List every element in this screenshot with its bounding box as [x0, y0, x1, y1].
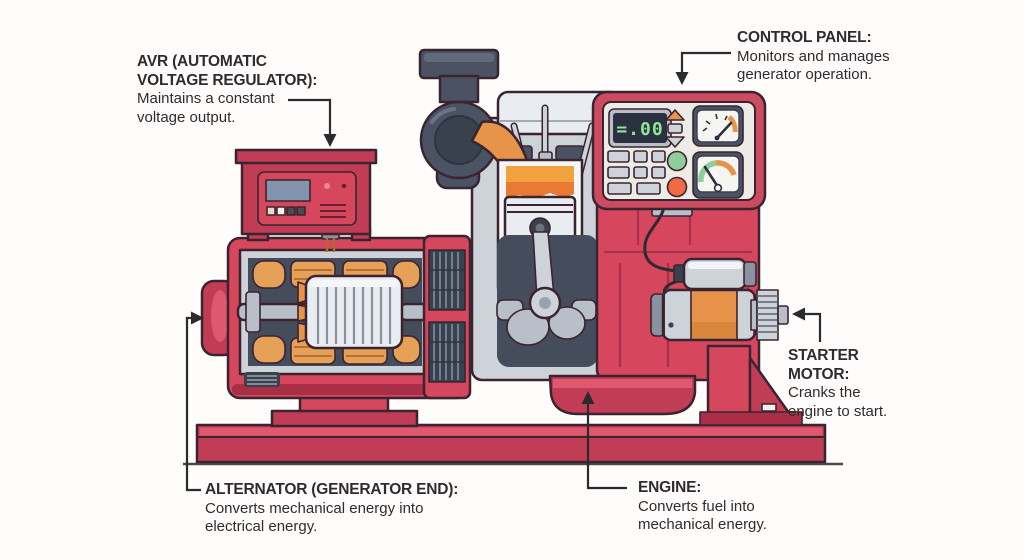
starter-motor-body: [650, 288, 757, 342]
control-panel-connector: [675, 51, 731, 85]
alternator-foot-plate: [270, 409, 419, 428]
display-value: =.00: [616, 119, 663, 140]
alternator-label: ALTERNATOR (GENERATOR END): Converts mec…: [205, 481, 458, 537]
engine-description: Converts fuel into: [638, 497, 755, 515]
alternator-connector: [185, 311, 204, 492]
display-down-arrow: [665, 136, 685, 148]
avr-vent-lines: [320, 204, 346, 218]
avr-connector: [288, 98, 337, 147]
control-panel-label: CONTROL PANEL: Monitors and manages gene…: [737, 29, 890, 85]
digital-display: =.00: [608, 108, 672, 148]
alternator: [200, 234, 472, 428]
gauge-bottom: [692, 151, 744, 199]
avr-label: AVR (AUTOMATIC VOLTAGE REGULATOR): Maint…: [137, 53, 317, 127]
starter-wire: [643, 209, 678, 273]
starter-solenoid: [673, 257, 757, 291]
avr-description: Maintains a constant: [137, 90, 275, 107]
keypad-buttons: [607, 150, 666, 195]
starter-motor-title: MOTOR:: [788, 365, 850, 383]
callout-connectors: [185, 51, 822, 492]
control-panel-description: Monitors and manages: [737, 47, 890, 65]
starter-motor-connector: [792, 307, 822, 342]
fan-grille: [422, 234, 472, 400]
engine-connector: [581, 391, 627, 490]
avr-box: [234, 148, 378, 252]
control-panel: =.00: [591, 90, 767, 217]
alternator-description: electrical energy.: [205, 518, 318, 535]
starter-motor-description: Cranks the: [788, 384, 861, 401]
starter-motor-title: STARTER: [788, 347, 859, 364]
avr-screen: [265, 179, 311, 202]
starter-motor: [643, 209, 789, 342]
display-mid-button: [667, 123, 683, 134]
engine-mount: [699, 344, 803, 426]
piston: [503, 195, 577, 247]
alternator-title: ALTERNATOR (GENERATOR END):: [205, 481, 459, 498]
avr-indicator-light: [341, 183, 347, 189]
start-button: [666, 150, 688, 172]
avr-buttons: [266, 206, 306, 216]
control-panel-title: CONTROL PANEL:: [737, 29, 872, 46]
base-skid: [195, 423, 827, 464]
rotor: [304, 274, 404, 350]
alternator-description: Converts mechanical energy into: [205, 499, 424, 517]
stop-button: [666, 176, 688, 198]
avr-description: voltage output.: [137, 108, 236, 126]
engine-description: mechanical energy.: [638, 516, 767, 533]
gauge-top: [692, 105, 744, 147]
pinion-gear: [750, 289, 789, 341]
starter-motor-description: engine to start.: [788, 402, 888, 420]
starter-motor-label: STARTER MOTOR: Cranks the engine to star…: [788, 347, 887, 421]
control-panel-description: generator operation.: [737, 66, 873, 83]
air-filter: [418, 48, 500, 190]
combustion-chamber: [506, 166, 574, 199]
engine-label: ENGINE: Converts fuel into mechanical en…: [638, 479, 767, 535]
display-up-arrow: [665, 109, 685, 121]
engine-title: ENGINE:: [638, 479, 702, 496]
avr-title: VOLTAGE REGULATOR):: [137, 71, 318, 89]
avr-title: AVR (AUTOMATIC: [137, 53, 267, 70]
crankshaft: [496, 231, 597, 346]
avr-indicator-light: [324, 183, 330, 189]
